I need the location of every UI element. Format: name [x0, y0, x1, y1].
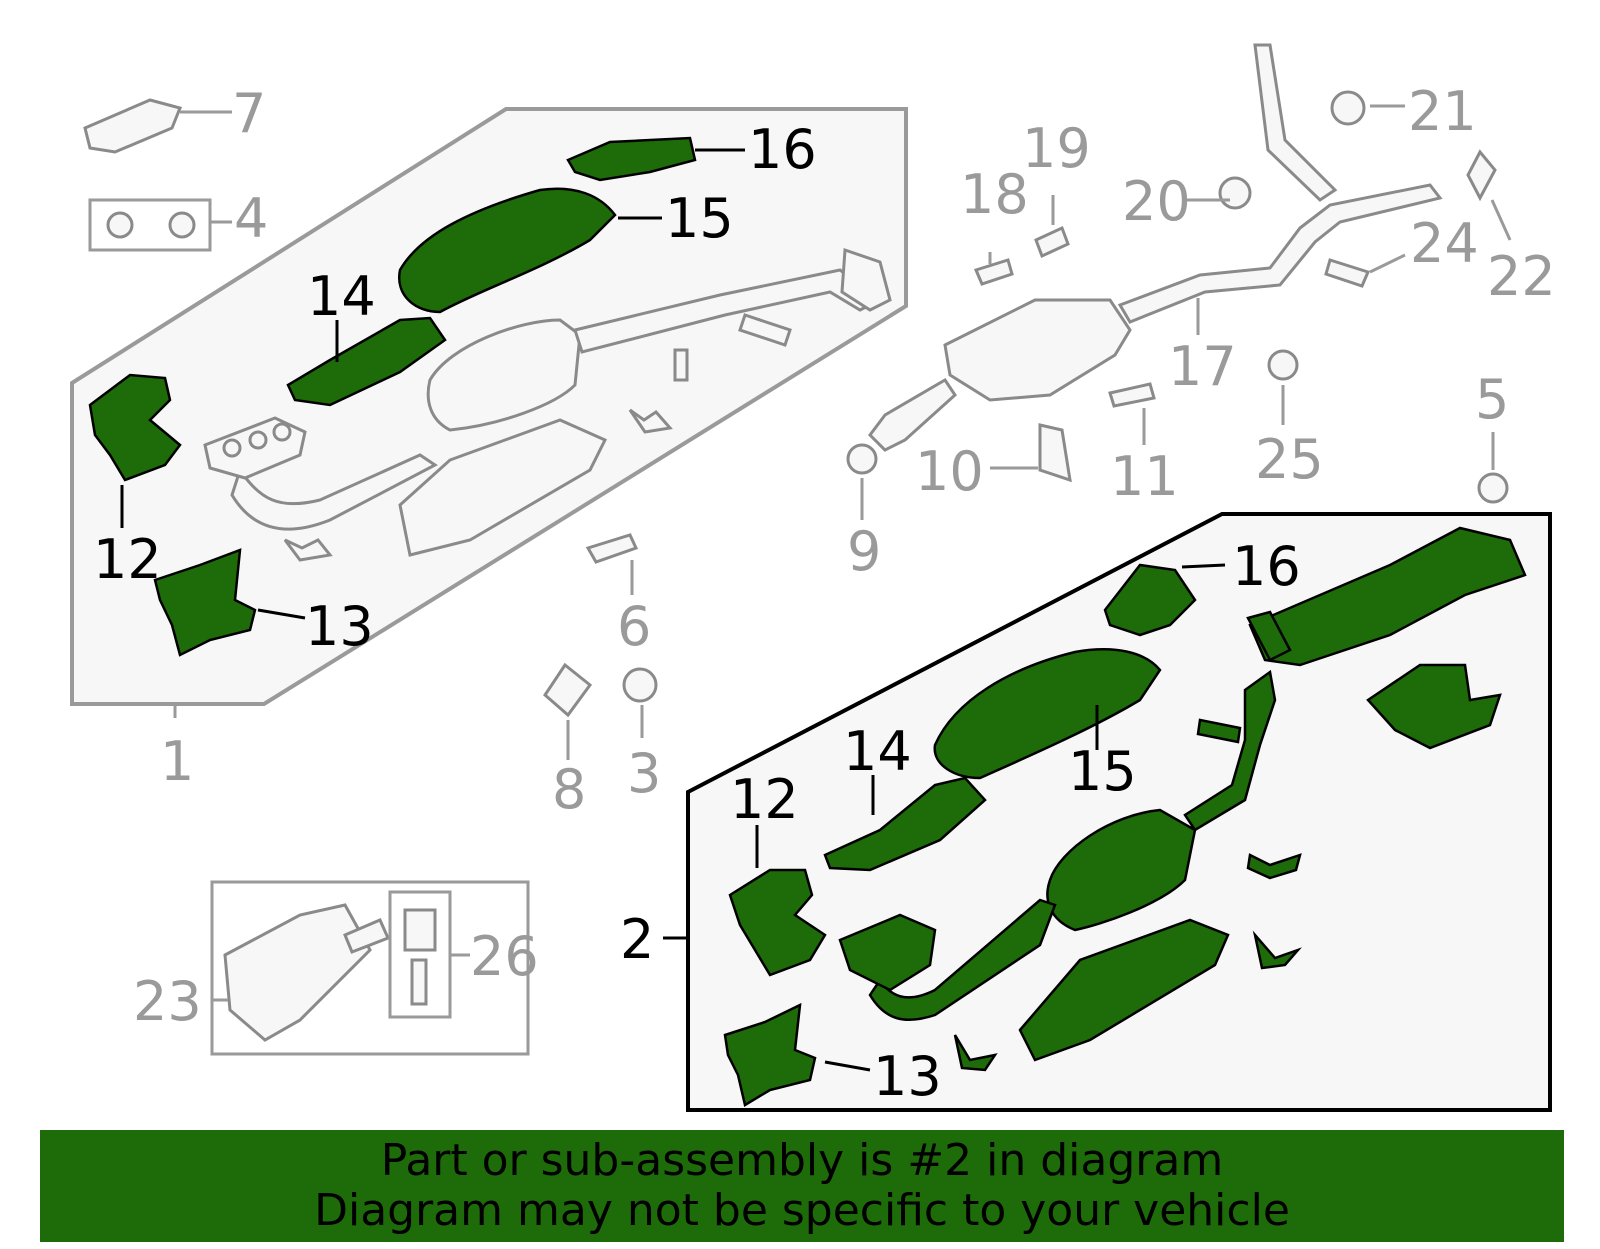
info-banner: Part or sub-assembly is #2 in diagram Di…: [40, 1130, 1564, 1242]
part-25-hanger: [1267, 349, 1299, 381]
part-2-bracket-c: [953, 1034, 998, 1072]
callout-10: 10: [915, 440, 984, 503]
part-14-shield-b: [823, 776, 987, 872]
bracket-outline-b: [628, 408, 673, 434]
callout-2: 2: [620, 908, 654, 971]
callout-14-a: 14: [307, 265, 376, 328]
part-3-nut: [622, 667, 658, 703]
part-6-bolt: [585, 533, 639, 564]
part-2-hanger: [1196, 718, 1242, 744]
callout-12-a: 12: [93, 528, 162, 591]
banner-line-1: Part or sub-assembly is #2 in diagram: [380, 1135, 1224, 1186]
callout-9: 9: [847, 520, 881, 583]
callout-13-a: 13: [305, 595, 374, 658]
callout-5: 5: [1475, 368, 1509, 431]
callout-16-b: 16: [1232, 535, 1301, 598]
callout-20: 20: [1122, 170, 1191, 233]
callout-16-a: 16: [748, 118, 817, 181]
part-17-pipe: [1117, 183, 1443, 324]
lower-shield-outline: [398, 418, 608, 557]
part-21-nut: [1330, 90, 1366, 126]
callout-15-a: 15: [665, 187, 734, 250]
part-2-rear-pipe: [1248, 526, 1527, 667]
assembly-1-green-parts: [88, 136, 697, 657]
part-23-box: [210, 880, 530, 1056]
converter-outline: [426, 318, 582, 432]
part-2-bracket-a: [1246, 853, 1302, 880]
part-16-shield-b: [1103, 563, 1197, 637]
part-14-shield-a: [286, 316, 447, 407]
part-23-tailpipe: [343, 918, 391, 954]
callout-25: 25: [1255, 428, 1324, 491]
part-2-front-pipe: [868, 898, 1057, 1022]
part-20-hanger: [1218, 176, 1252, 210]
part-19-bolt: [1034, 225, 1070, 259]
banner-line-2: Diagram may not be specific to your vehi…: [314, 1185, 1290, 1236]
center-pipe-outline: [573, 268, 883, 354]
callout-15-b: 15: [1068, 740, 1137, 803]
part-16-shield-a: [566, 136, 697, 182]
part-8-gasket: [543, 662, 593, 718]
part-2-flange: [1246, 610, 1292, 662]
part-2-manifold-flange: [838, 913, 937, 992]
callout-19: 19: [1022, 117, 1091, 180]
part-2-converter: [1046, 808, 1197, 932]
part-15-shield-a: [397, 187, 617, 314]
callout-7: 7: [232, 82, 266, 145]
part-24-bolt: [1324, 258, 1371, 288]
part-2-mid-pipe: [1183, 669, 1277, 832]
part-22-gasket: [1466, 149, 1497, 202]
pipe-flange-outline: [840, 247, 892, 312]
callout-24: 24: [1410, 212, 1479, 275]
part-7-gasket: [83, 98, 183, 154]
callout-11: 11: [1110, 445, 1179, 508]
callout-8: 8: [552, 758, 586, 821]
part-23-muffler: [223, 903, 372, 1042]
assembly-2-green-parts[interactable]: [723, 526, 1527, 1107]
part-12-shield-a: [88, 373, 182, 482]
part-15-shield-b: [933, 648, 1162, 780]
callout-13-b: 13: [873, 1045, 942, 1108]
part-18-bolt: [973, 258, 1014, 286]
part-9-gasket: [846, 443, 878, 475]
callout-17: 17: [1168, 335, 1237, 398]
callout-6: 6: [617, 595, 651, 658]
stud-outline: [673, 348, 689, 382]
callout-23: 23: [133, 970, 202, 1033]
part-4-box: [88, 198, 212, 252]
callout-26: 26: [470, 925, 539, 988]
callout-22: 22: [1487, 245, 1556, 308]
callout-1: 1: [160, 730, 194, 793]
part-26-bushing: [403, 908, 437, 952]
assembly-1-parts: [203, 247, 892, 562]
part-11-bolt: [1108, 382, 1156, 408]
part-2-rear-shield: [1366, 663, 1502, 750]
part-17-inlet: [868, 377, 957, 452]
bracket-outline-a: [283, 538, 333, 562]
part-26-bolt: [410, 958, 428, 1006]
callout-14-b: 14: [843, 720, 912, 783]
part-2-bracket-b: [1252, 930, 1303, 970]
part-2-lower-shield: [1018, 918, 1230, 1062]
loose-parts: [83, 90, 1509, 718]
callout-12-b: 12: [730, 768, 799, 831]
callout-3: 3: [627, 742, 661, 805]
part-13-shield-b: [723, 1002, 817, 1107]
front-pipe-outline: [230, 453, 438, 531]
part-17-branch: [1253, 43, 1338, 202]
part-12-shield-b: [728, 868, 827, 977]
callout-21: 21: [1408, 80, 1477, 143]
part-10-bracket: [1038, 423, 1072, 483]
callout-4: 4: [234, 187, 268, 250]
part-13-shield-a: [153, 548, 257, 657]
part-17-muffler: [943, 298, 1132, 402]
callout-18: 18: [960, 163, 1029, 226]
part-17-assembly: [868, 43, 1443, 452]
hanger-outline: [738, 313, 792, 347]
part-5-nut: [1477, 472, 1509, 504]
callout-labels: 7 4 1 6 8 3 9 10 11 17 18 19 20 21 22 24…: [93, 80, 1556, 1108]
leader-lines: [120, 104, 1512, 1072]
